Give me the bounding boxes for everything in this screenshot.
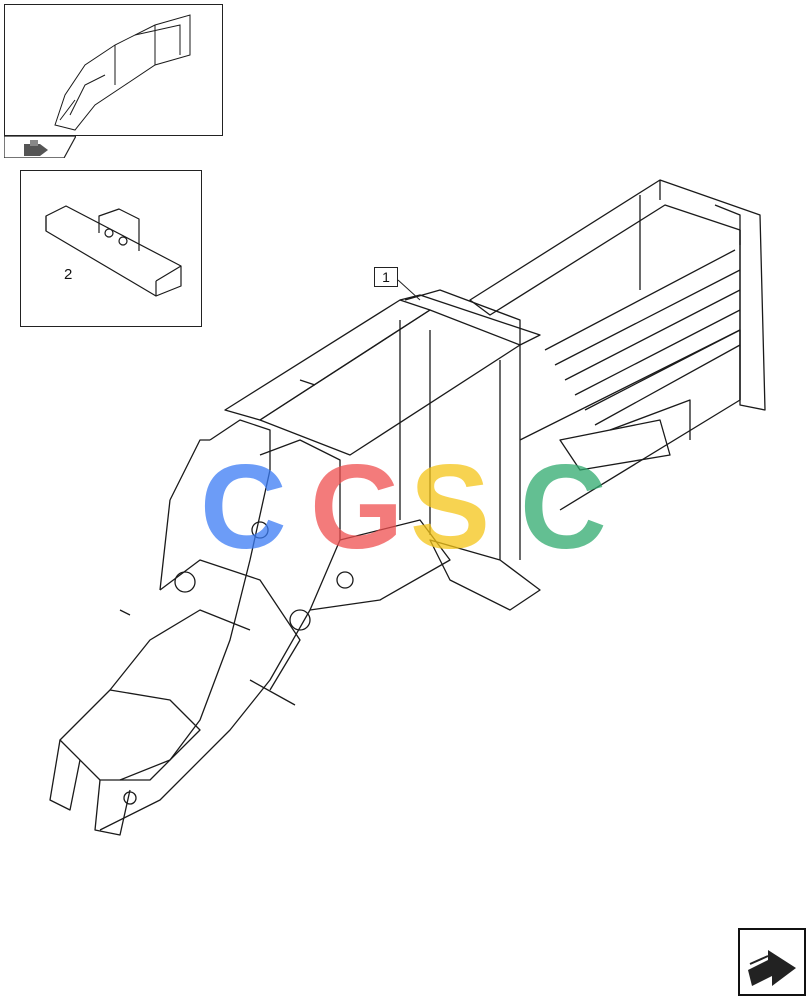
crossmember-drawing (45, 205, 182, 297)
next-page-button[interactable] (738, 928, 806, 996)
detail-inset (20, 170, 202, 327)
callout-label-1: 1 (374, 267, 398, 287)
callout-label-2: 2 (64, 266, 73, 283)
hand-pointer-icon (24, 140, 48, 156)
overview-drawing (54, 14, 191, 131)
next-page-arrow-icon (748, 950, 796, 986)
overview-thumbnail[interactable] (4, 4, 223, 136)
thumbnail-tab[interactable] (3, 135, 78, 159)
